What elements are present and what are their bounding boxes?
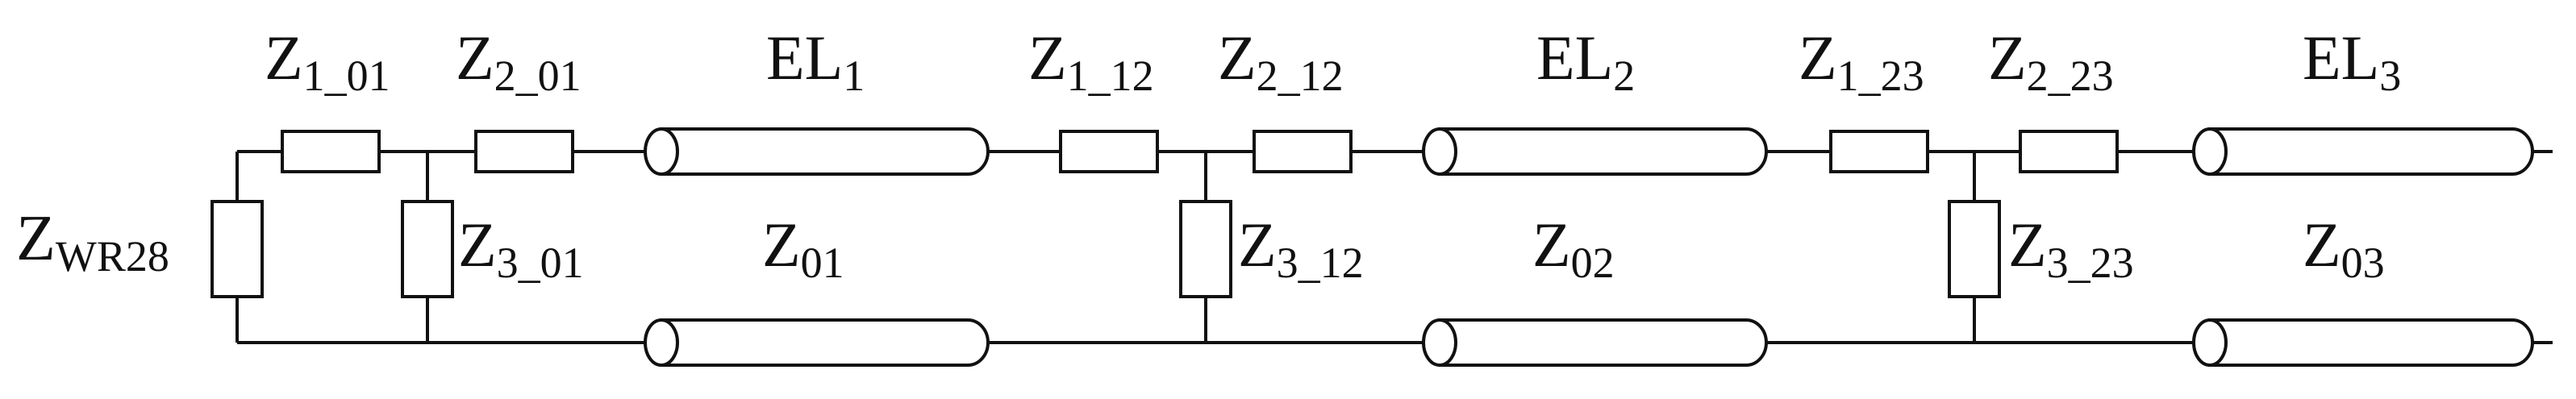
impedance-z2-12 bbox=[1253, 130, 1353, 173]
impedance-z2-01 bbox=[474, 130, 574, 173]
label-z1-01: Z1_01 bbox=[265, 23, 390, 100]
transmission-line-el3-bottom bbox=[2192, 318, 2534, 367]
label-z03: Z03 bbox=[2303, 210, 2385, 287]
label-z1-12: Z1_12 bbox=[1028, 23, 1154, 100]
transmission-line-el2-top bbox=[1422, 127, 1768, 176]
impedance-z2-23 bbox=[2019, 130, 2119, 173]
label-z1-23: Z1_23 bbox=[1799, 23, 1924, 100]
label-z-wr28: ZWR28 bbox=[16, 203, 169, 281]
label-z3-01: Z3_01 bbox=[458, 210, 584, 287]
label-el2: EL2 bbox=[1536, 23, 1635, 100]
impedance-z3-01 bbox=[401, 200, 454, 298]
transmission-lines bbox=[644, 127, 2534, 367]
impedance-z1-01 bbox=[281, 130, 381, 173]
impedance-z3-12 bbox=[1179, 200, 1232, 298]
transmission-line-el2-bottom bbox=[1422, 318, 1768, 367]
impedance-z3-23 bbox=[1948, 200, 2001, 298]
wires bbox=[236, 150, 2553, 344]
impedance-source bbox=[210, 200, 264, 298]
label-z02: Z02 bbox=[1532, 210, 1615, 287]
label-el1: EL1 bbox=[766, 23, 865, 100]
transmission-line-el1-top bbox=[644, 127, 990, 176]
label-z3-12: Z3_12 bbox=[1238, 210, 1364, 287]
transmission-line-el1-bottom bbox=[644, 318, 990, 367]
label-z2-12: Z2_12 bbox=[1218, 23, 1344, 100]
label-z3-23: Z3_23 bbox=[2008, 210, 2134, 287]
label-z2-01: Z2_01 bbox=[456, 23, 581, 100]
impedance-z1-12 bbox=[1059, 130, 1159, 173]
transmission-line-el3-top bbox=[2192, 127, 2534, 176]
impedances bbox=[210, 130, 2119, 298]
impedance-z1-23 bbox=[1829, 130, 1929, 173]
label-el3: EL3 bbox=[2303, 23, 2401, 100]
label-z01: Z01 bbox=[762, 210, 844, 287]
labels: ZWR28 Z1_01 Z2_01 Z3_01 EL1 Z01 Z1_12 Z2… bbox=[16, 23, 2401, 287]
label-z2-23: Z2_23 bbox=[1988, 23, 2114, 100]
